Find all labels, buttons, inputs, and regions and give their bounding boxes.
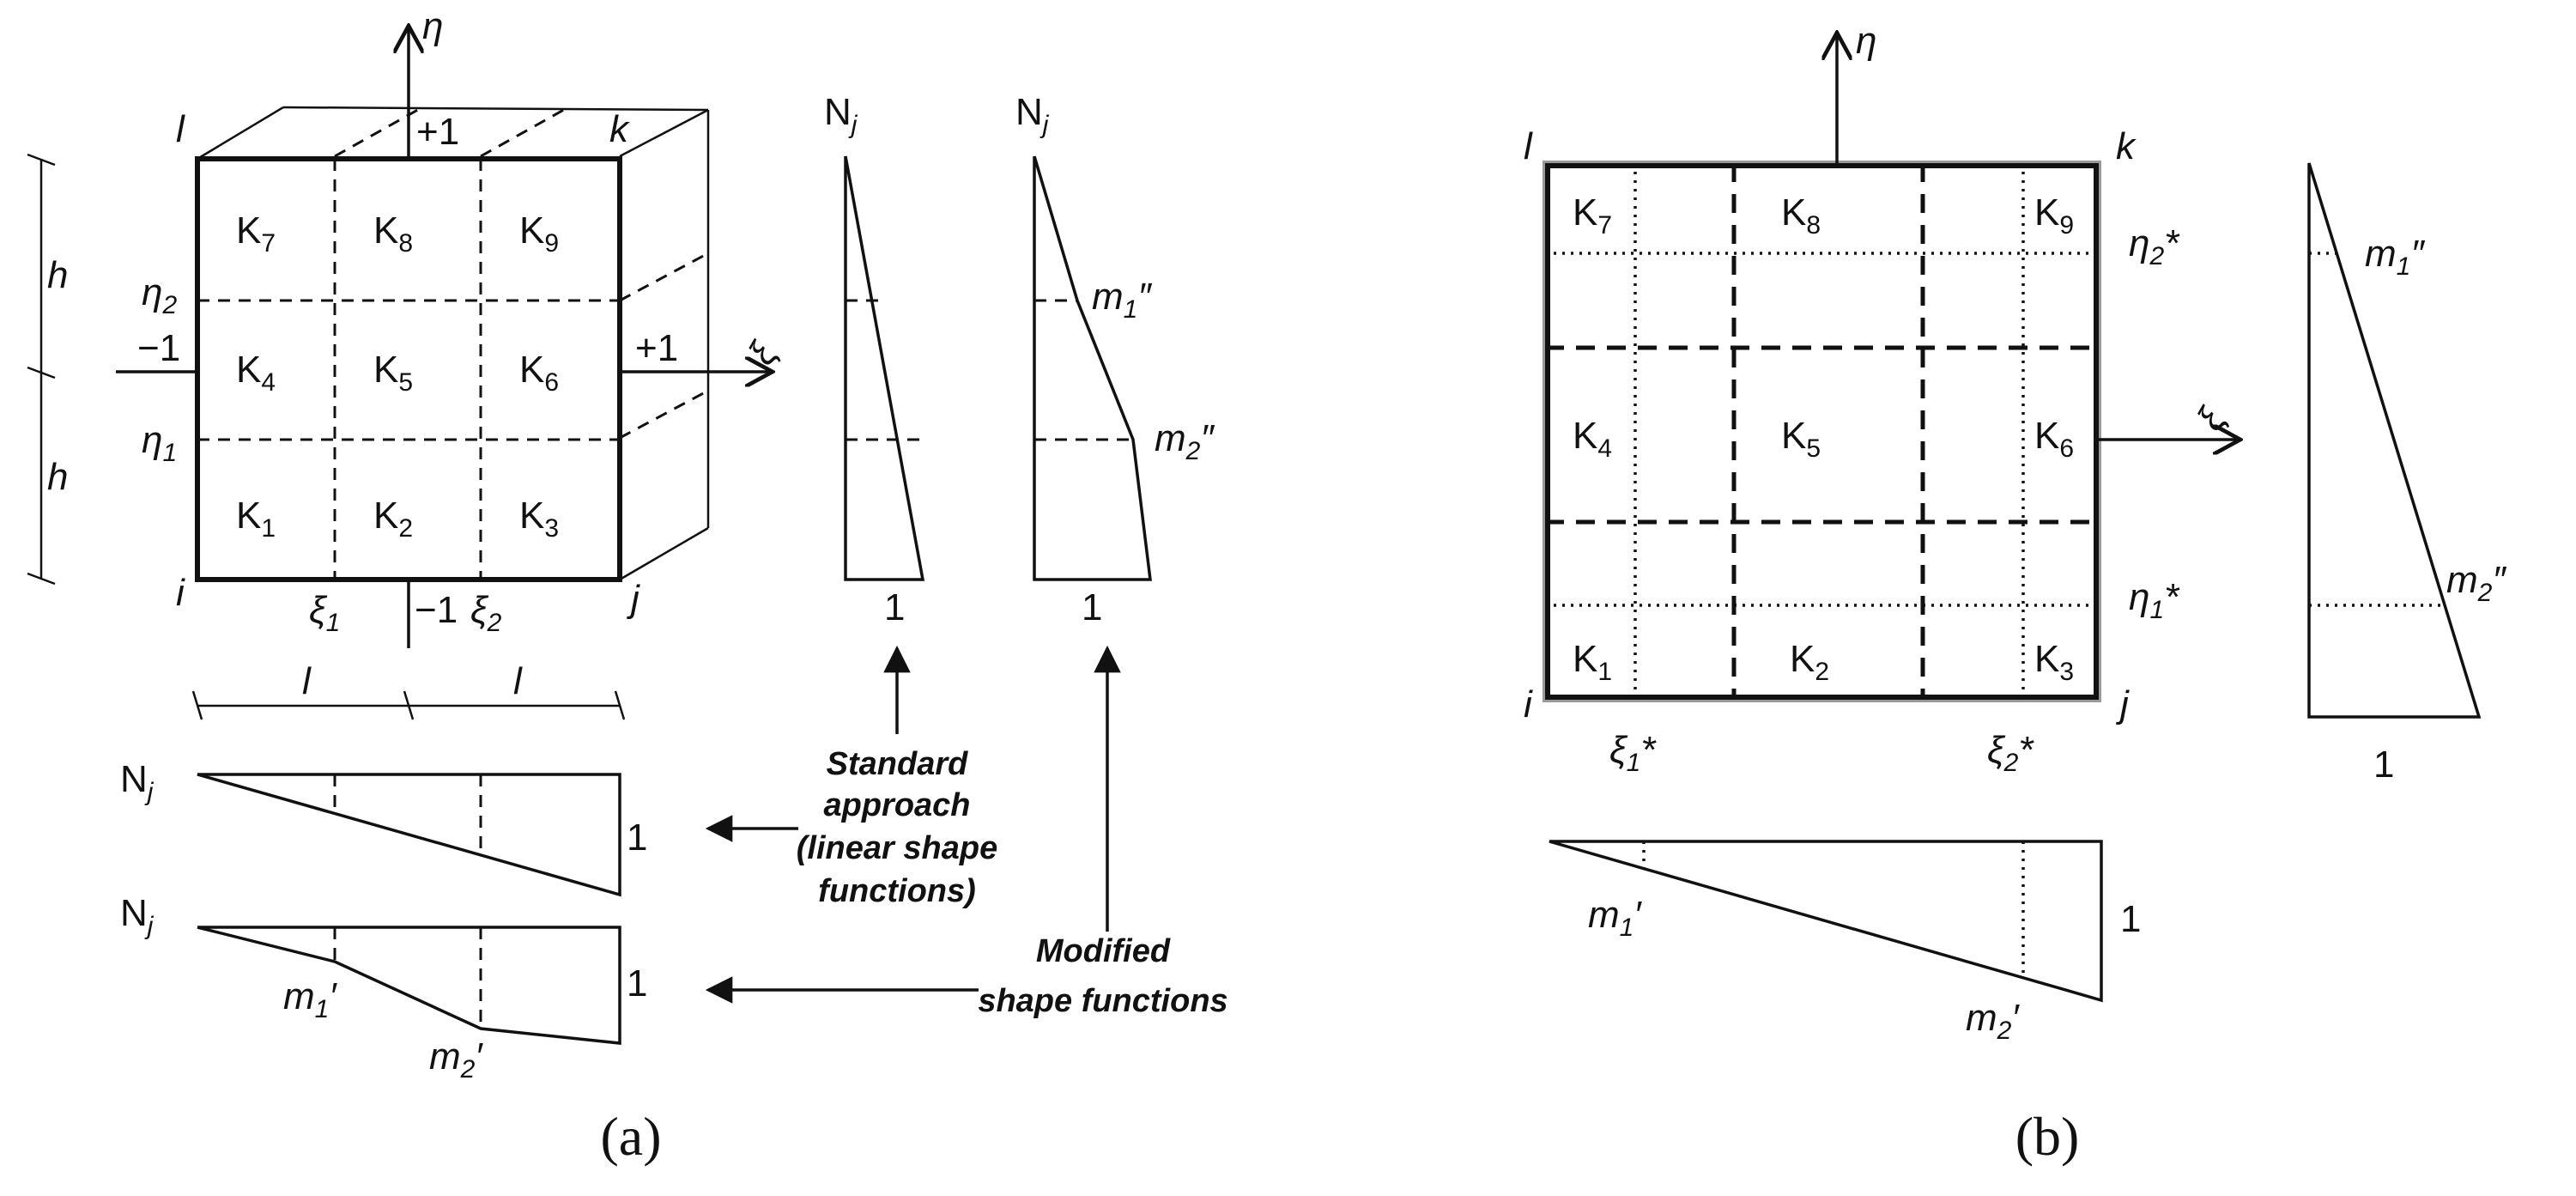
nj-label-h2: Nj xyxy=(120,892,155,940)
tick-left: −1 xyxy=(137,327,180,369)
shape-vertical-modified: Nj 1 m1″ m2″ xyxy=(1015,91,1215,628)
shape-vertical-standard: Nj 1 xyxy=(824,91,925,628)
panel-a: η ξ l k i j +1 +1 −1 −1 η2 η1 ξ1 ξ2 K7 K… xyxy=(27,5,1228,1167)
nj-label-v1: Nj xyxy=(824,91,858,139)
corner-l-b: l xyxy=(1524,125,1533,167)
shape-horizontal-modified: Nj 1 m1′ m2′ xyxy=(120,892,647,1084)
cell-k1: K1 xyxy=(236,495,276,543)
value-one-h2: 1 xyxy=(627,962,647,1005)
corner-j-b: j xyxy=(2116,683,2130,725)
xi2-label: ξ2 xyxy=(470,589,502,637)
value-one-b: 1 xyxy=(2120,898,2141,940)
element-frame-b xyxy=(1543,161,2101,702)
annotation-modified: Modified shape functions xyxy=(705,645,1228,1019)
m2-dprime-label-b: m2″ xyxy=(2446,559,2506,607)
cell-k7: K7 xyxy=(236,209,276,258)
caption-a: (a) xyxy=(600,1106,661,1167)
base-one-v2: 1 xyxy=(1082,586,1102,628)
cell-k9-b: K9 xyxy=(2034,191,2074,240)
xi1-star-label: ξ1* xyxy=(1609,729,1657,777)
cell-k4: K4 xyxy=(236,349,276,397)
cell-labels-a: K7 K8 K9 K4 K5 K6 K1 K2 K3 xyxy=(236,209,559,543)
dimension-l: l l xyxy=(191,660,626,720)
element-square-b xyxy=(1545,163,2099,700)
xi1-label: ξ1 xyxy=(309,589,340,637)
dimension-h: h h xyxy=(27,153,68,586)
modified-line-2: shape functions xyxy=(978,983,1227,1019)
value-one-h1: 1 xyxy=(627,817,647,859)
tick-right: +1 xyxy=(635,327,678,369)
standard-line-3: (linear shape xyxy=(797,830,997,866)
cell-k8: K8 xyxy=(373,209,413,258)
panel-b: η ξ l k i j K7 K8 K9 K4 K5 K6 K1 K2 K3 η… xyxy=(1524,20,2506,1167)
cell-k6: K6 xyxy=(519,349,559,397)
eta1-label: η1 xyxy=(142,419,177,467)
cell-k7-b: K7 xyxy=(1573,191,1612,240)
cell-k8-b: K8 xyxy=(1781,191,1821,240)
shape-horizontal-standard: Nj 1 xyxy=(120,758,647,897)
m1-dprime-label-a: m1″ xyxy=(1092,276,1152,324)
standard-line-2: approach xyxy=(823,787,970,823)
cell-k2-b: K2 xyxy=(1790,638,1829,686)
cell-k1-b: K1 xyxy=(1573,638,1612,686)
base-one-v1: 1 xyxy=(884,586,905,628)
xi2-star-label: ξ2* xyxy=(1987,729,2034,777)
eta1-star-label: η1* xyxy=(2129,576,2180,624)
corner-k-b: k xyxy=(2116,125,2137,167)
caption-b: (b) xyxy=(2015,1106,2080,1167)
element-3d-edges xyxy=(197,106,710,581)
l-left-label: l xyxy=(302,660,312,702)
cell-k9: K9 xyxy=(519,209,559,258)
annotation-standard: Standard approach (linear shape function… xyxy=(705,645,997,909)
cell-k2: K2 xyxy=(373,495,413,543)
h-bottom-label: h xyxy=(47,456,68,498)
m1-dprime-label-b: m1″ xyxy=(2365,233,2425,281)
corner-l: l xyxy=(176,108,185,150)
modified-line-1: Modified xyxy=(1036,933,1171,969)
standard-line-4: functions) xyxy=(818,873,976,909)
eta2-star-label: η2* xyxy=(2129,222,2180,270)
xi-axis-label: ξ xyxy=(740,334,785,372)
eta-axis-label-b: η xyxy=(1856,20,1876,62)
cell-labels-b: K7 K8 K9 K4 K5 K6 K1 K2 K3 xyxy=(1573,191,2074,686)
tick-top: +1 xyxy=(416,111,459,153)
cell-k5-b: K5 xyxy=(1781,415,1821,463)
cell-k3: K3 xyxy=(519,495,559,543)
cell-k5: K5 xyxy=(373,349,413,397)
xi-axis-label-b: ξ xyxy=(2189,400,2234,438)
m2-prime-label-a: m2′ xyxy=(429,1035,483,1084)
tick-bottom: −1 xyxy=(415,589,458,631)
l-right-label: l xyxy=(513,660,523,702)
eta-axis-label: η xyxy=(422,5,443,47)
h-top-label: h xyxy=(47,254,68,296)
cell-k4-b: K4 xyxy=(1573,415,1612,463)
shape-vertical-b: 1 m1″ m2″ xyxy=(2307,162,2506,786)
corner-k: k xyxy=(609,108,630,150)
corner-i-b: i xyxy=(1524,683,1533,725)
cell-k6-b: K6 xyxy=(2034,415,2074,463)
corner-i: i xyxy=(176,572,185,614)
shape-horizontal-b: 1 m1′ m2′ xyxy=(1549,840,2141,1045)
corner-j: j xyxy=(627,578,640,620)
m2-dprime-label-a: m2″ xyxy=(1155,417,1215,465)
m1-prime-label-b: m1′ xyxy=(1588,894,1642,942)
nj-label-h1: Nj xyxy=(120,758,155,806)
nj-label-v2: Nj xyxy=(1015,91,1050,139)
standard-line-1: Standard xyxy=(827,746,968,782)
base-one-b: 1 xyxy=(2373,744,2394,786)
eta2-label: η2 xyxy=(142,271,177,319)
m2-prime-label-b: m2′ xyxy=(1966,997,2020,1045)
m1-prime-label-a: m1′ xyxy=(283,975,337,1023)
cell-k3-b: K3 xyxy=(2034,638,2074,686)
